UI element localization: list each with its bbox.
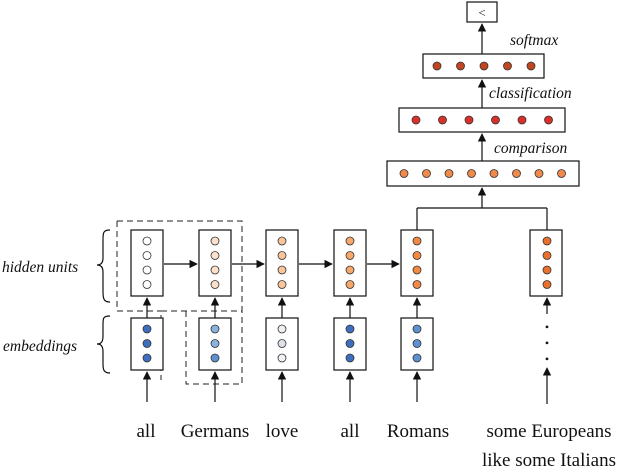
ellipsis-dot-2: • xyxy=(545,352,549,366)
hidden-unit-dot xyxy=(277,251,287,260)
comparison-dot xyxy=(489,169,499,178)
output-symbol: < xyxy=(478,5,485,20)
hidden-unit-dot xyxy=(277,265,287,275)
comparison-box xyxy=(386,160,580,187)
embedding-dot xyxy=(277,324,287,334)
embedding-dot xyxy=(277,353,287,363)
softmax-label: softmax xyxy=(510,32,558,49)
dashed-region-embedding xyxy=(185,311,243,385)
embedding-dot xyxy=(210,324,220,334)
hidden-unit-dot xyxy=(210,265,220,275)
embedding-dot xyxy=(142,339,152,348)
hidden-unit-dot xyxy=(210,251,220,260)
comparison-dot xyxy=(399,169,409,178)
embeddings-label: embeddings xyxy=(3,338,77,355)
classification-box xyxy=(398,107,566,133)
embedding-dot xyxy=(142,324,152,334)
embedding-dot xyxy=(345,353,355,363)
output-box xyxy=(466,1,498,23)
comparison-label: comparison xyxy=(494,140,567,157)
hidden-unit-dot xyxy=(412,236,422,246)
embedding-dot xyxy=(210,353,220,363)
embedding-dot xyxy=(345,324,355,334)
node-dots-layer xyxy=(142,61,566,363)
classification-dot xyxy=(464,115,474,125)
hidden-unit-dot xyxy=(142,280,152,289)
embeddings-brace xyxy=(96,315,111,374)
hidden-unit-dot xyxy=(210,280,220,289)
softmax-dot xyxy=(432,61,442,71)
ellipsis-dot-0: • xyxy=(545,320,549,334)
comparison-dot xyxy=(444,169,454,178)
word-3: all xyxy=(341,421,360,442)
hidden-unit-dot xyxy=(542,251,552,260)
ellipsis-dot-1: • xyxy=(545,336,549,350)
embedding-dot xyxy=(412,324,422,334)
hidden-unit-dot xyxy=(345,236,355,246)
comparison-dot xyxy=(512,169,521,178)
hidden-unit-dot xyxy=(345,251,355,260)
hidden-unit-dot xyxy=(345,280,355,289)
embedding-dot xyxy=(412,353,422,363)
word-5-line-1: some Europeans xyxy=(486,421,611,442)
hidden-unit-dot xyxy=(142,265,152,275)
hidden-unit-dot xyxy=(412,251,422,260)
hidden-unit-dot xyxy=(412,280,422,289)
classification-dot xyxy=(491,115,500,125)
word-4: Romans xyxy=(387,421,449,442)
comparison-dot xyxy=(534,169,544,178)
comparison-dot xyxy=(467,169,476,178)
comparison-dot xyxy=(422,169,431,178)
hidden-unit-dot xyxy=(142,236,152,246)
classification-dot xyxy=(438,115,447,125)
embedding-dot xyxy=(210,339,220,348)
hidden-unit-dot xyxy=(412,265,422,275)
classification-dot xyxy=(544,115,553,125)
word-2: love xyxy=(266,421,299,442)
hidden-unit-dot xyxy=(345,265,355,275)
embedding-dot xyxy=(277,339,287,348)
comparison-dot xyxy=(557,169,566,178)
softmax-dot xyxy=(526,61,536,71)
word-1: Germans xyxy=(181,421,250,442)
hidden-unit-dot xyxy=(210,236,220,246)
classification-dot xyxy=(517,115,527,125)
dashed-region-hidden-left xyxy=(116,221,161,312)
word-5-line-2: like some Italians xyxy=(482,450,616,471)
softmax-dot xyxy=(479,61,489,71)
hidden-unit-dot xyxy=(542,280,552,289)
embedding-dot xyxy=(142,353,152,363)
hidden-unit-dot xyxy=(277,280,287,289)
classification-dot xyxy=(411,115,421,125)
hidden-units-label: hidden units xyxy=(2,259,78,276)
softmax-dot xyxy=(456,61,465,71)
embedding-dot xyxy=(412,339,422,348)
hidden-unit-dot xyxy=(542,236,552,246)
word-0: all xyxy=(137,421,156,442)
hidden-units-brace xyxy=(96,229,111,303)
classification-label: classification xyxy=(489,85,572,102)
hidden-unit-dot xyxy=(277,236,287,246)
embedding-dot xyxy=(345,339,355,348)
hidden-unit-dot xyxy=(542,265,552,275)
softmax-dot xyxy=(503,61,512,71)
hidden-unit-dot xyxy=(142,251,152,260)
